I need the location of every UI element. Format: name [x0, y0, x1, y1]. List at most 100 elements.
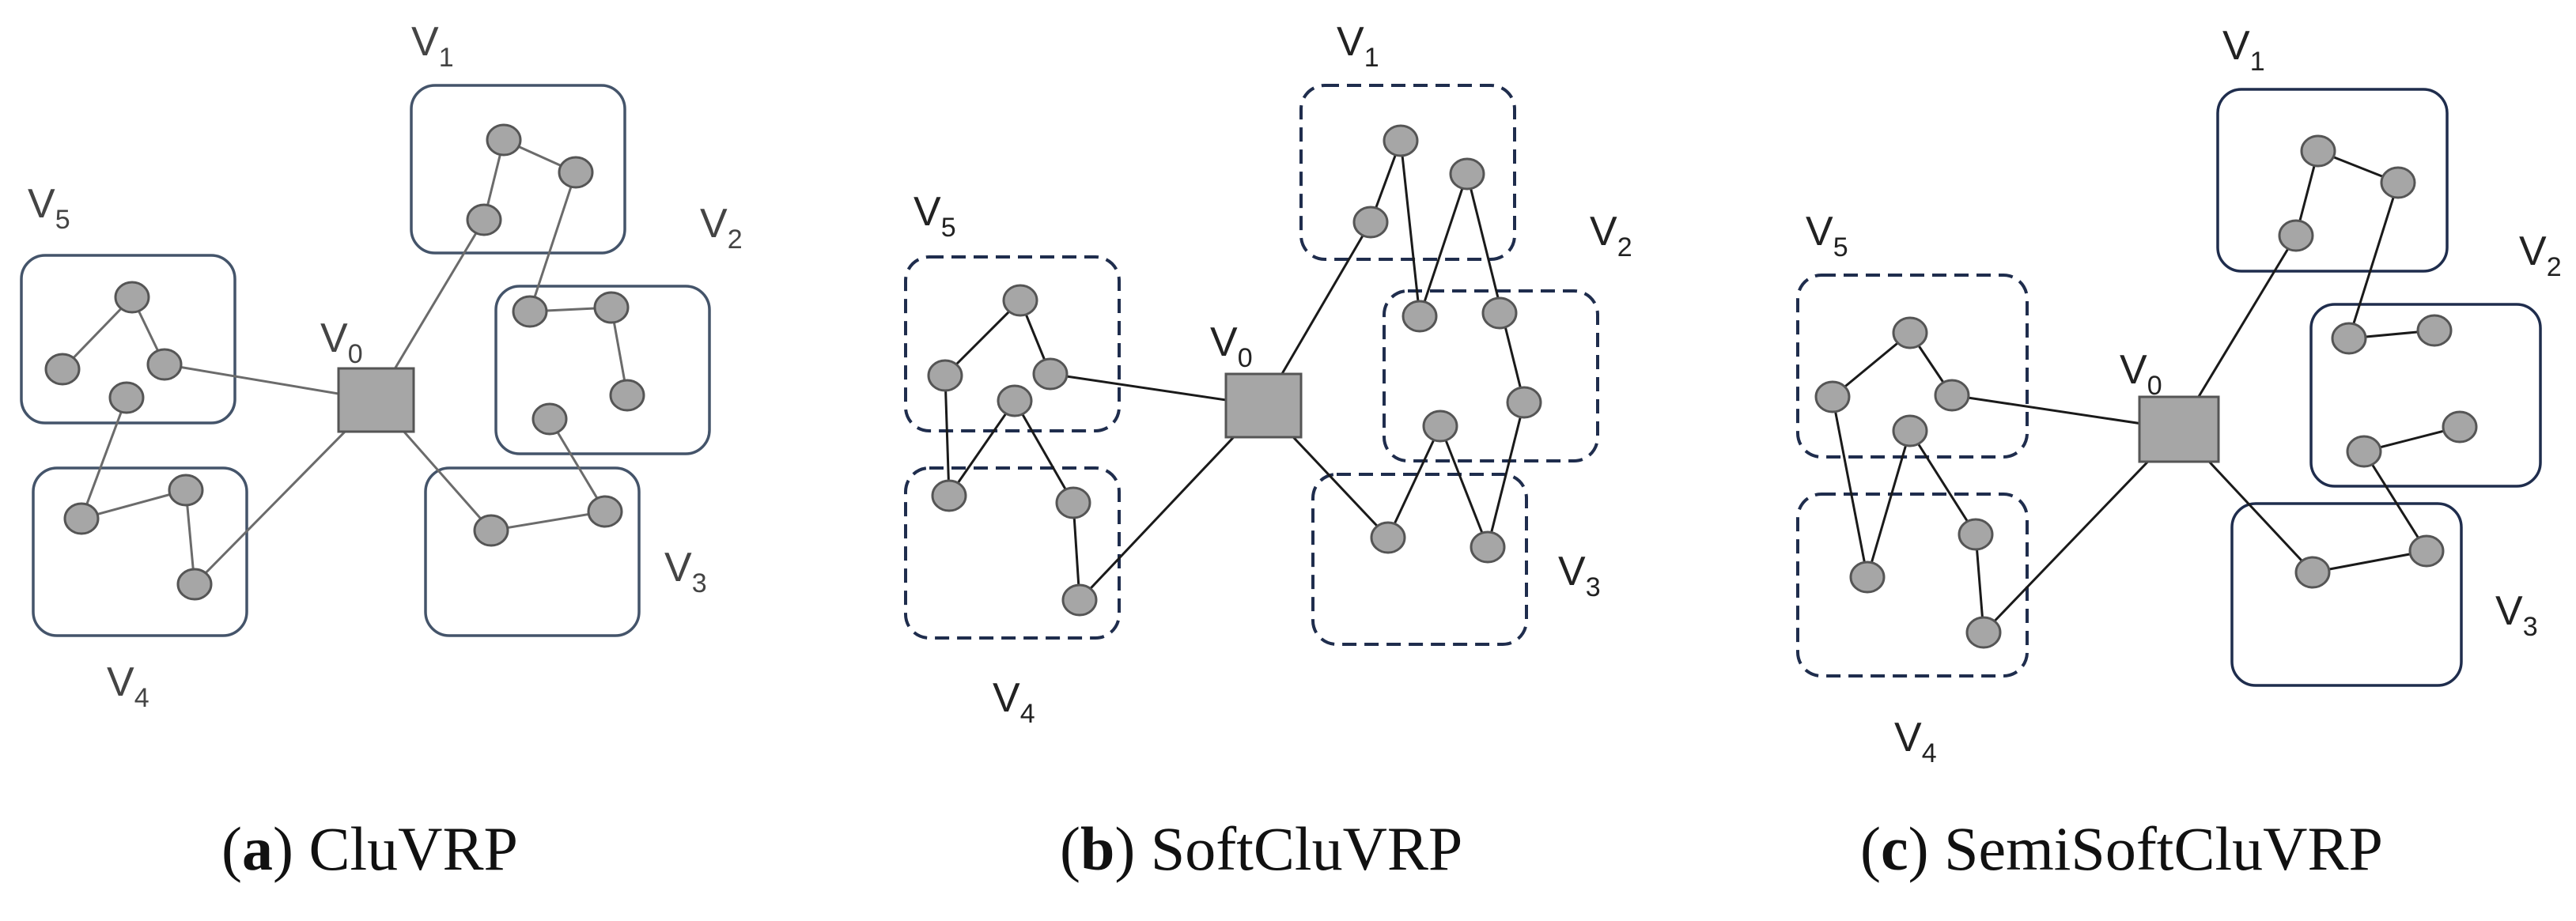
depot-node — [2138, 395, 2220, 463]
customer-node — [1470, 530, 1506, 564]
customer-node — [2380, 166, 2416, 199]
customer-node — [2331, 322, 2367, 355]
route-edge — [80, 397, 128, 519]
depot-label: V0 — [2120, 347, 2162, 401]
route-edge — [948, 400, 1016, 496]
customer-node — [927, 359, 963, 392]
customer-node — [63, 502, 100, 535]
cluster-label-v5: V5 — [28, 181, 70, 235]
customer-node — [2300, 134, 2336, 168]
route-edge — [81, 489, 187, 520]
customer-node — [473, 514, 509, 547]
cluster-box-v5 — [904, 255, 1121, 432]
cluster-label-v4: V4 — [1894, 715, 1937, 768]
route-edge — [1466, 173, 1526, 403]
cluster-box-v2 — [1383, 289, 1599, 462]
cluster-label-v3: V3 — [2495, 588, 2538, 642]
cluster-box-v3 — [2230, 502, 2463, 687]
customer-node — [512, 295, 548, 328]
customer-node — [1965, 616, 2002, 649]
customer-node — [1370, 521, 1406, 554]
cluster-box-v2 — [494, 285, 711, 455]
route-edge — [1386, 425, 1442, 538]
depot-node — [337, 367, 415, 433]
route-edge — [1866, 430, 1912, 578]
customer-node — [486, 123, 522, 157]
route-edge — [1439, 425, 1489, 548]
panel-caption: (b) SoftCluVRP — [1060, 814, 1462, 883]
customer-node — [108, 381, 145, 414]
customer-node — [1814, 380, 1851, 413]
customer-node — [2294, 556, 2331, 589]
route-edge — [490, 510, 606, 532]
cluster-box-v3 — [1311, 473, 1528, 646]
customer-node — [2416, 314, 2453, 347]
cluster-box-v1 — [2216, 88, 2449, 273]
depot-label: V0 — [320, 315, 363, 369]
customer-node — [558, 156, 594, 189]
customer-node — [587, 495, 623, 528]
customer-node — [531, 402, 568, 436]
customer-node — [609, 379, 645, 412]
cluster-box-v1 — [410, 84, 626, 255]
customer-node — [1958, 518, 1994, 551]
customer-node — [466, 203, 502, 236]
depot-label: V0 — [1210, 319, 1253, 373]
route-edge — [1072, 502, 1081, 601]
customer-node — [168, 474, 204, 507]
customer-node — [2278, 219, 2314, 252]
customer-node — [1506, 386, 1542, 419]
cluster-label-v4: V4 — [993, 675, 1035, 729]
cluster-box-v4 — [1796, 493, 2029, 678]
customer-node — [1401, 300, 1438, 333]
customer-node — [1449, 157, 1485, 191]
route-edge — [1974, 534, 1985, 633]
cluster-label-v2: V2 — [2519, 228, 2562, 282]
customer-node — [44, 353, 81, 386]
cluster-label-v1: V1 — [411, 19, 454, 73]
customer-node — [1481, 296, 1518, 330]
route-edge — [528, 172, 577, 312]
customer-node — [2408, 534, 2445, 568]
route-edge — [944, 299, 1022, 377]
cluster-label-v2: V2 — [1590, 209, 1632, 262]
cluster-box-v4 — [904, 466, 1121, 640]
cluster-label-v3: V3 — [1558, 549, 1601, 602]
customer-node — [1422, 410, 1458, 443]
cluster-box-v3 — [424, 466, 641, 637]
customer-node — [593, 291, 630, 324]
cluster-box-v4 — [32, 466, 248, 637]
route-edge — [944, 375, 951, 496]
customer-node — [1352, 206, 1389, 239]
cluster-label-v4: V4 — [107, 659, 149, 713]
cluster-box-v2 — [2309, 303, 2542, 488]
customer-node — [931, 479, 967, 512]
customer-node — [1849, 561, 1886, 594]
panel-caption: (c) SemiSoftCluVRP — [1860, 814, 2383, 883]
route-edge — [2347, 182, 2400, 339]
route-edge — [548, 418, 607, 512]
route-edge — [2362, 451, 2428, 552]
cluster-box-v1 — [1299, 84, 1516, 261]
customer-node — [1055, 486, 1091, 519]
customer-node — [2442, 410, 2478, 444]
cluster-label-v3: V3 — [664, 545, 707, 598]
cluster-label-v5: V5 — [914, 189, 956, 243]
depot-node — [1224, 372, 1303, 439]
customer-node — [1002, 284, 1038, 317]
customer-node — [2346, 435, 2382, 468]
route-edge — [2312, 549, 2427, 574]
customer-node — [1892, 414, 1928, 447]
cluster-label-v5: V5 — [1806, 209, 1848, 262]
customer-node — [146, 348, 183, 381]
cluster-box-v5 — [1796, 274, 2029, 459]
customer-node — [114, 281, 150, 314]
route-edge — [1486, 402, 1526, 548]
customer-node — [1061, 583, 1098, 617]
customer-node — [1892, 316, 1928, 349]
cluster-label-v2: V2 — [700, 201, 743, 255]
route-edge — [1908, 430, 1977, 535]
customer-node — [176, 568, 213, 601]
